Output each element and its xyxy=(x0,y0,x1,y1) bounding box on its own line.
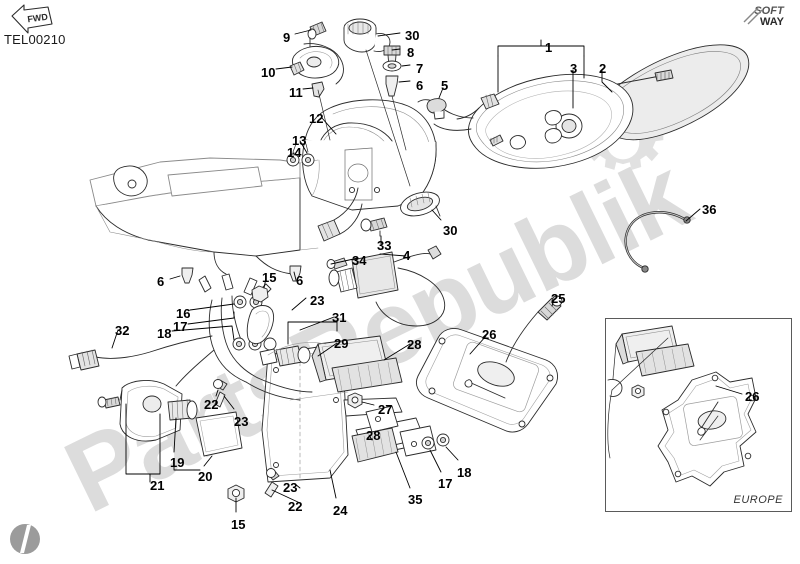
callout-21: 21 xyxy=(150,478,165,493)
inset-region-label: EUROPE xyxy=(733,494,783,506)
callout-19: 19 xyxy=(170,455,185,470)
fwd-arrow-icon: FWD xyxy=(11,4,53,34)
callout-17-a: 17 xyxy=(173,319,188,334)
callout-33: 33 xyxy=(377,238,392,253)
callout-6-b: 6 xyxy=(157,274,165,289)
europe-variant-inset: EUROPE xyxy=(605,318,792,512)
callout-15-a: 15 xyxy=(262,270,277,285)
callout-31: 31 xyxy=(332,310,347,325)
callout-15-b: 15 xyxy=(231,517,246,532)
callout-8: 8 xyxy=(407,45,415,60)
callout-18-a: 18 xyxy=(157,326,172,341)
softway-logo: SOFT WAY xyxy=(742,2,794,28)
callout-28-a: 28 xyxy=(407,337,422,352)
callout-24: 24 xyxy=(333,503,348,518)
callout-6-c: 6 xyxy=(296,273,304,288)
callout-10: 10 xyxy=(261,65,276,80)
half-circle-mark-icon xyxy=(10,524,40,554)
callout-4: 4 xyxy=(403,248,411,263)
callout-18-b: 18 xyxy=(457,465,472,480)
callout-34: 34 xyxy=(352,253,367,268)
callout-6-a: 6 xyxy=(416,78,424,93)
callout-20: 20 xyxy=(198,469,213,484)
brand-bottom-text: WAY xyxy=(760,16,785,28)
callout-23-a: 23 xyxy=(310,293,325,308)
callout-5: 5 xyxy=(441,78,449,93)
callout-23-b: 23 xyxy=(234,414,249,429)
callout-28-b: 28 xyxy=(366,428,381,443)
svg-text:FWD: FWD xyxy=(27,12,49,25)
callout-13: 13 xyxy=(292,133,307,148)
brand-top-text: SOFT xyxy=(754,5,785,17)
callout-11: 11 xyxy=(289,85,303,100)
callout-12: 12 xyxy=(309,111,324,126)
callout-17-b: 17 xyxy=(438,476,453,491)
callout-27: 27 xyxy=(378,402,393,417)
callout-9: 9 xyxy=(283,30,291,45)
callout-3: 3 xyxy=(570,61,578,76)
callout-16: 16 xyxy=(176,306,191,321)
callout-30-a: 30 xyxy=(405,28,420,43)
callout-2: 2 xyxy=(599,61,607,76)
callout-26-b: 26 xyxy=(745,389,760,404)
callout-14: 14 xyxy=(287,145,302,160)
callout-30-b: 30 xyxy=(443,223,458,238)
callout-1: 1 xyxy=(545,40,553,55)
callout-25: 25 xyxy=(551,291,566,306)
callout-7: 7 xyxy=(416,61,424,76)
callout-36: 36 xyxy=(702,202,717,217)
callout-29: 29 xyxy=(334,336,349,351)
callout-32: 32 xyxy=(115,323,130,338)
callout-26-a: 26 xyxy=(482,327,497,342)
diagram-code-label: TEL00210 xyxy=(4,32,66,47)
callout-22-b: 22 xyxy=(288,499,303,514)
callout-22-a: 22 xyxy=(204,397,219,412)
callout-23-c: 23 xyxy=(283,480,298,495)
callout-35: 35 xyxy=(408,492,423,507)
